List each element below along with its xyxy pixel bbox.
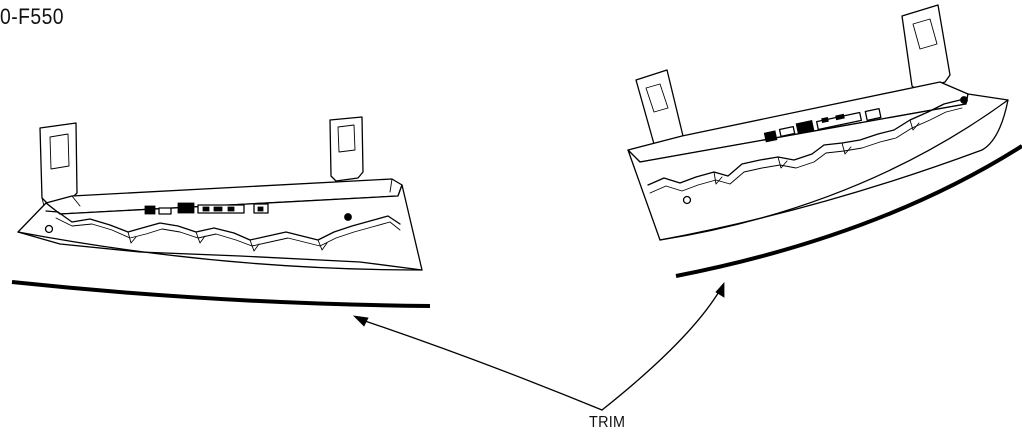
- figure-code: 0-F550: [0, 4, 64, 29]
- left-trim-edge: [11, 280, 431, 308]
- right-trim-edge: [675, 144, 1022, 278]
- leader-arrow-icon: [352, 281, 725, 411]
- right-bracket-right: [901, 4, 951, 92]
- right-bezel-assembly-icon: [627, 4, 1009, 241]
- left-bracket-right: [329, 116, 364, 182]
- left-bezel-assembly-icon: [17, 116, 423, 271]
- trim-callout-label: TRIM: [589, 414, 626, 431]
